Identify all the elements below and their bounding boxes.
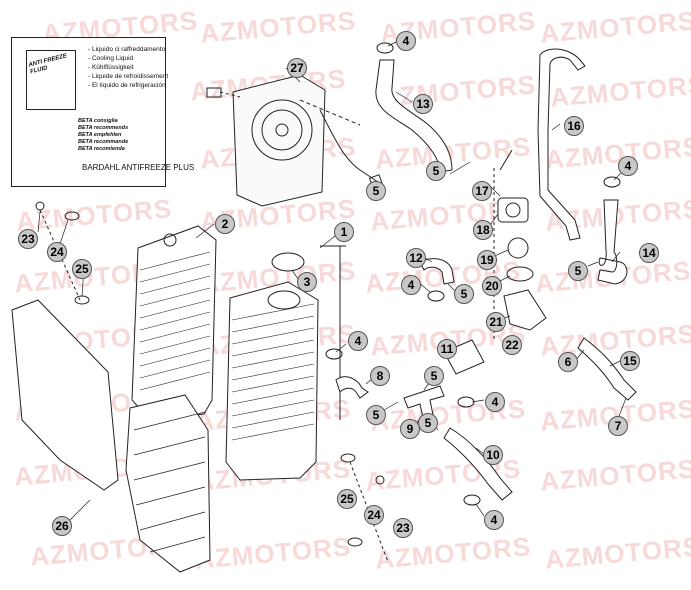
callout-5: 5 [366,181,386,201]
recommended-product: BARDAHL ANTIFREEZE PLUS [82,163,195,172]
callout-4: 4 [401,275,421,295]
elbow-12 [419,258,455,285]
callout-6: 6 [558,352,578,372]
callout-2: 2 [215,214,235,234]
callout-12: 12 [406,248,426,268]
hose-16 [537,48,586,241]
callout-21: 21 [486,312,506,332]
radiator-cap-3 [271,252,305,272]
beta-line: BETA empfehlen [78,132,122,138]
callout-20: 20 [482,276,502,296]
grommet-25 [340,453,356,463]
callout-27: 27 [287,58,307,78]
coolant-line: - Liquide de refroidissement [88,73,169,80]
clamp-4 [427,290,445,302]
clamp-4 [325,348,343,360]
radiator-right [225,281,319,481]
callout-23: 23 [18,229,38,249]
antifreeze-can-icon: ANTI FREEZE FLUID [26,50,76,110]
callout-7: 7 [608,416,628,436]
beta-line: BETA consiglia [78,118,118,124]
clamp-4 [457,396,475,408]
side-cover-26 [11,299,119,491]
callout-15: 15 [620,351,640,371]
hose-14 [597,199,628,285]
callout-4: 4 [484,510,504,530]
callout-5: 5 [424,366,444,386]
clamp-4 [463,494,481,506]
washer-24 [347,537,363,547]
coolant-legend: ANTI FREEZE FLUID - Liquido ci raffredda… [11,37,194,187]
callout-25: 25 [337,489,357,509]
coolant-line: - Kühlflüssigkeit [88,64,134,71]
louver-slats [133,411,206,553]
beta-line: BETA recomienda [78,146,125,152]
hose-13 [375,59,453,173]
bolt-23 [35,201,45,211]
callout-11: 11 [437,339,457,359]
callout-23: 23 [393,518,413,538]
callout-26: 26 [52,516,72,536]
bolt-23 [375,475,385,485]
callout-24: 24 [364,505,384,525]
callout-16: 16 [564,116,584,136]
hose-10 [443,427,513,501]
callout-22: 22 [502,335,522,355]
grommet-25 [74,295,90,305]
callout-3: 3 [297,272,317,292]
hose-15 [577,337,637,401]
callout-4: 4 [348,331,368,351]
hose-8 [335,376,369,399]
beta-line: BETA recommends [78,125,129,131]
callout-25: 25 [72,259,92,279]
clamp-4 [376,42,394,54]
radiator-left [131,225,217,421]
callout-18: 18 [473,220,493,240]
cooling-fan-assembly [206,74,386,207]
callout-4: 4 [396,31,416,51]
can-label: ANTI FREEZE FLUID [27,53,68,76]
thermostat-assembly [493,149,547,340]
clamp-4 [603,176,621,188]
coolant-line: - Liquido ci raffreddamento [88,46,166,53]
callout-4: 4 [485,392,505,412]
callout-9: 9 [400,419,420,439]
callout-5: 5 [454,284,474,304]
washer-24 [64,211,80,221]
callout-14: 14 [639,243,659,263]
callout-19: 19 [477,250,497,270]
coolant-line: - Cooling Liquid [88,55,134,62]
callout-5: 5 [366,405,386,425]
callout-10: 10 [483,445,503,465]
callout-17: 17 [472,181,492,201]
beta-line: BETA recommande [78,139,129,145]
callout-4: 4 [618,156,638,176]
coolant-line: - El líquido de refrigeración [88,82,166,89]
callout-1: 1 [334,222,354,242]
callout-5: 5 [426,161,446,181]
callout-24: 24 [47,242,67,262]
callout-5: 5 [418,413,438,433]
callout-5: 5 [568,261,588,281]
callout-8: 8 [370,366,390,386]
callout-13: 13 [413,94,433,114]
